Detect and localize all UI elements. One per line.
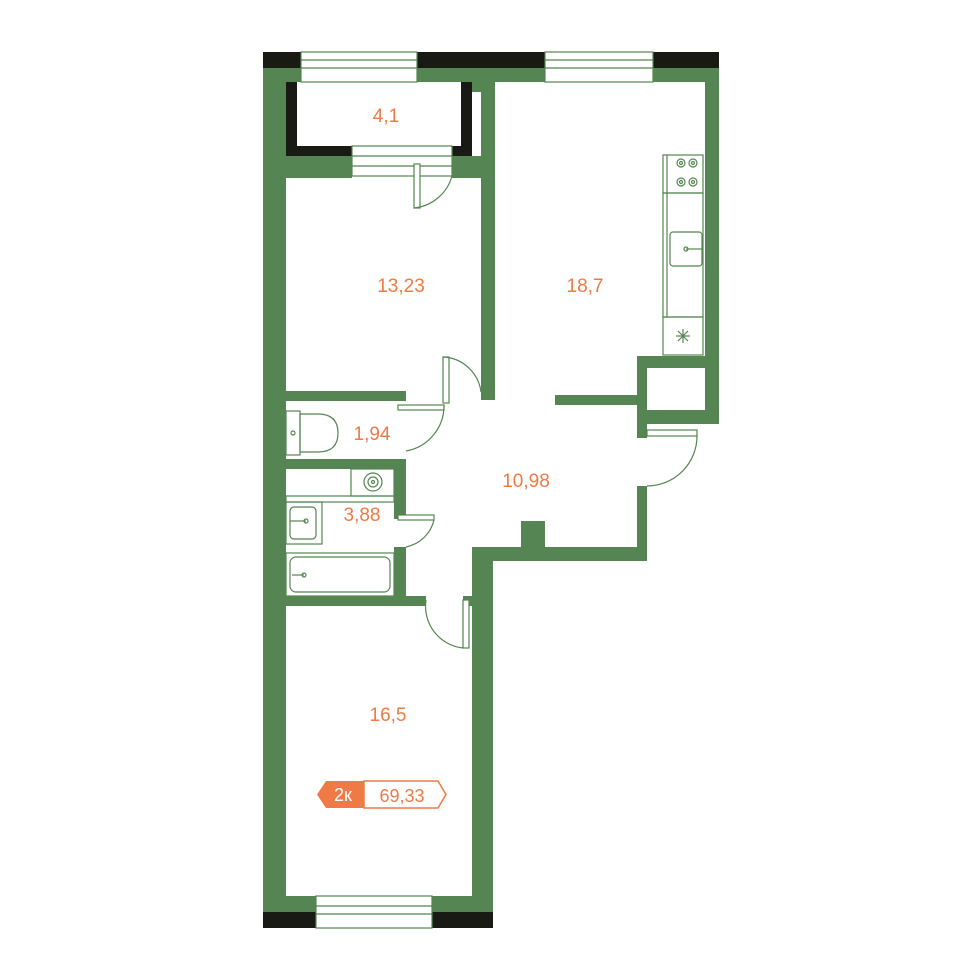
door-swing-icon — [397, 163, 698, 649]
washbasin-icon — [285, 501, 323, 545]
room-area-toilet: 1,94 — [354, 424, 391, 445]
room-area-bedroom-1: 13,23 — [377, 276, 425, 297]
bathtub-icon — [285, 552, 395, 597]
room-area-hallway: 10,98 — [502, 471, 550, 492]
apartment-badge: 2к 69,33 — [317, 780, 447, 809]
boiler-icon — [285, 468, 395, 503]
walls — [263, 52, 719, 928]
window-icon — [300, 51, 654, 929]
fridge-icon — [662, 316, 704, 356]
sink-icon — [669, 231, 703, 267]
room-area-bathroom: 3,88 — [344, 505, 381, 526]
toilet-icon — [285, 410, 339, 456]
room-area-bedroom-2: 16,5 — [370, 705, 407, 726]
room-area-balcony: 4,1 — [373, 106, 399, 127]
room-area-kitchen-living: 18,7 — [567, 276, 604, 297]
apartment-type-label: 2к — [334, 785, 352, 805]
stove-icon — [662, 154, 704, 194]
room-labels: 4,1 13,23 18,7 1,94 10,98 3,88 16,5 — [344, 106, 604, 726]
kitchen-counter — [662, 192, 704, 318]
apartment-total-area: 69,33 — [379, 786, 424, 806]
